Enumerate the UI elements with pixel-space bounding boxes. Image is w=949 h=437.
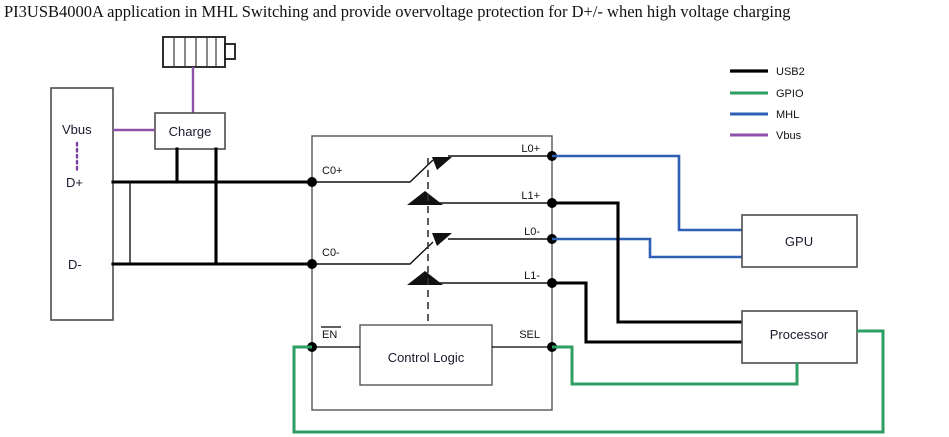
switch-arm-c0m bbox=[312, 241, 434, 265]
battery-icon bbox=[162, 36, 236, 68]
processor-block-label: Processor bbox=[770, 327, 829, 342]
legend-label-mhl: MHL bbox=[776, 109, 799, 121]
control-logic-label: Control Logic bbox=[388, 350, 465, 365]
gpu-block-label: GPU bbox=[785, 234, 813, 249]
connector-pin-vbus-label: Vbus bbox=[62, 122, 92, 137]
ic-pin-l1m-label: L1- bbox=[524, 270, 540, 282]
switch-arrowhead-l0p bbox=[432, 157, 452, 170]
switch-arrowhead-l1p bbox=[407, 191, 443, 205]
connector-pin-dplus-label: D+ bbox=[66, 175, 83, 190]
switch-arrowhead-l1m bbox=[407, 271, 443, 285]
connector-pin-dminus-label: D- bbox=[68, 257, 82, 272]
connector-block bbox=[50, 87, 114, 321]
pin-dot-c0m bbox=[307, 259, 317, 269]
processor-block bbox=[741, 310, 858, 364]
wire-l0m-to-gpu bbox=[552, 237, 742, 259]
wire-l0p-to-gpu bbox=[552, 154, 742, 232]
wire-processor-to-en bbox=[292, 329, 885, 434]
ic-pin-sel-label: SEL bbox=[519, 329, 540, 341]
switch-arrowhead-l0m bbox=[432, 233, 452, 246]
wire-l1m-to-processor bbox=[550, 281, 744, 344]
ic-pin-l1p-label: L1+ bbox=[521, 190, 540, 202]
page-title: PI3USB4000A application in MHL Switching… bbox=[4, 2, 791, 21]
wire-l1p-to-processor bbox=[550, 201, 744, 324]
ic-pin-c0p-label: C0+ bbox=[322, 165, 343, 177]
switch-arm-c0p bbox=[312, 159, 434, 183]
wire-sel-to-processor bbox=[552, 345, 799, 386]
control-logic-block bbox=[359, 324, 493, 386]
legend: USB2 GPIO MHL Vbus bbox=[730, 66, 805, 142]
ic-pin-l0m-label: L0- bbox=[524, 226, 540, 238]
legend-label-usb2: USB2 bbox=[776, 66, 805, 78]
legend-label-gpio: GPIO bbox=[776, 88, 804, 100]
charge-block bbox=[154, 112, 226, 150]
gpu-block bbox=[741, 214, 858, 268]
ic-pin-l0p-label: L0+ bbox=[521, 143, 540, 155]
ic-pin-en-label: EN bbox=[322, 329, 337, 341]
ic-pin-c0m-label: C0- bbox=[322, 247, 340, 259]
pin-dot-c0p bbox=[307, 177, 317, 187]
legend-label-vbus: Vbus bbox=[776, 130, 802, 142]
charge-block-label: Charge bbox=[169, 124, 212, 139]
